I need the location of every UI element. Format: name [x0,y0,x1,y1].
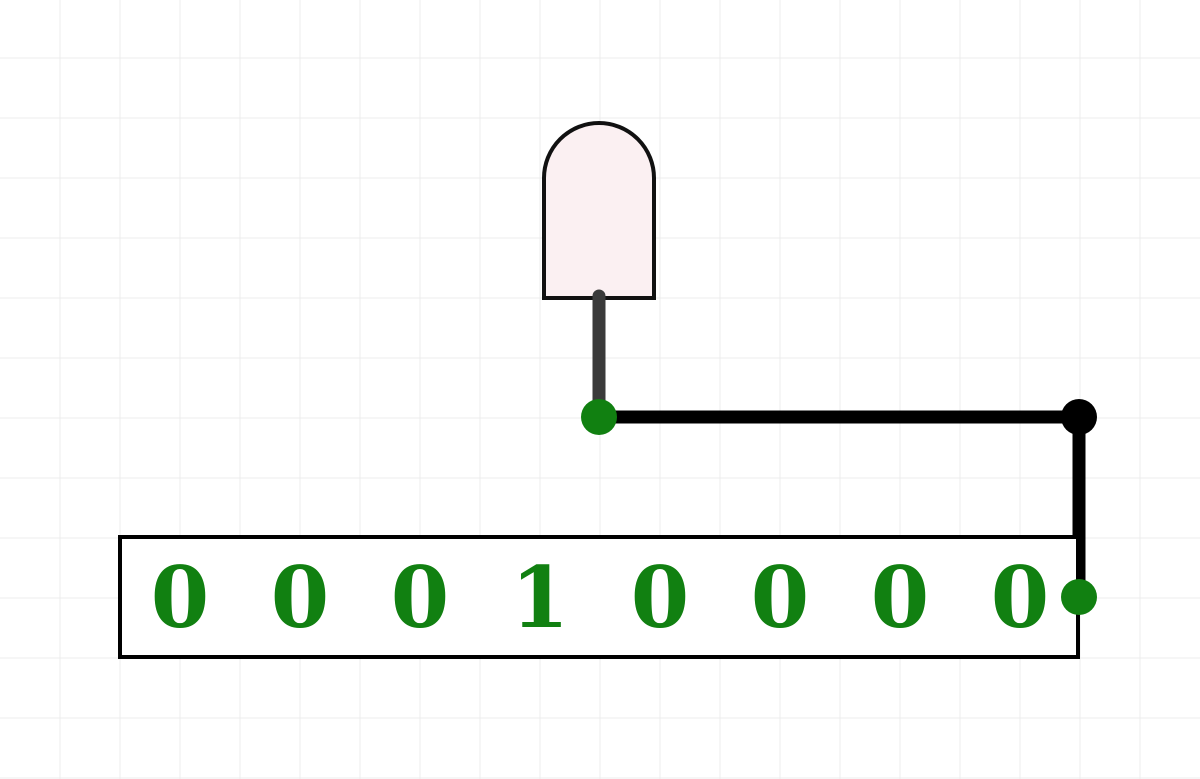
led-body [542,121,656,300]
register-bit-5[interactable]: 0 [751,548,809,647]
register-bit-7[interactable]: 0 [991,548,1049,647]
register-bit-6[interactable]: 0 [871,548,929,647]
register-bit-0[interactable]: 0 [151,548,209,647]
register-bit-1[interactable]: 0 [271,548,329,647]
led-component[interactable] [542,121,656,424]
register-box [118,535,1080,659]
register-bit-3[interactable]: 1 [511,548,569,647]
led-input-node[interactable] [581,399,617,435]
wire-junction-node[interactable] [1061,399,1097,435]
register-output-node[interactable] [1061,579,1097,615]
register-bit-2[interactable]: 0 [391,548,449,647]
register-bit-4[interactable]: 0 [631,548,689,647]
